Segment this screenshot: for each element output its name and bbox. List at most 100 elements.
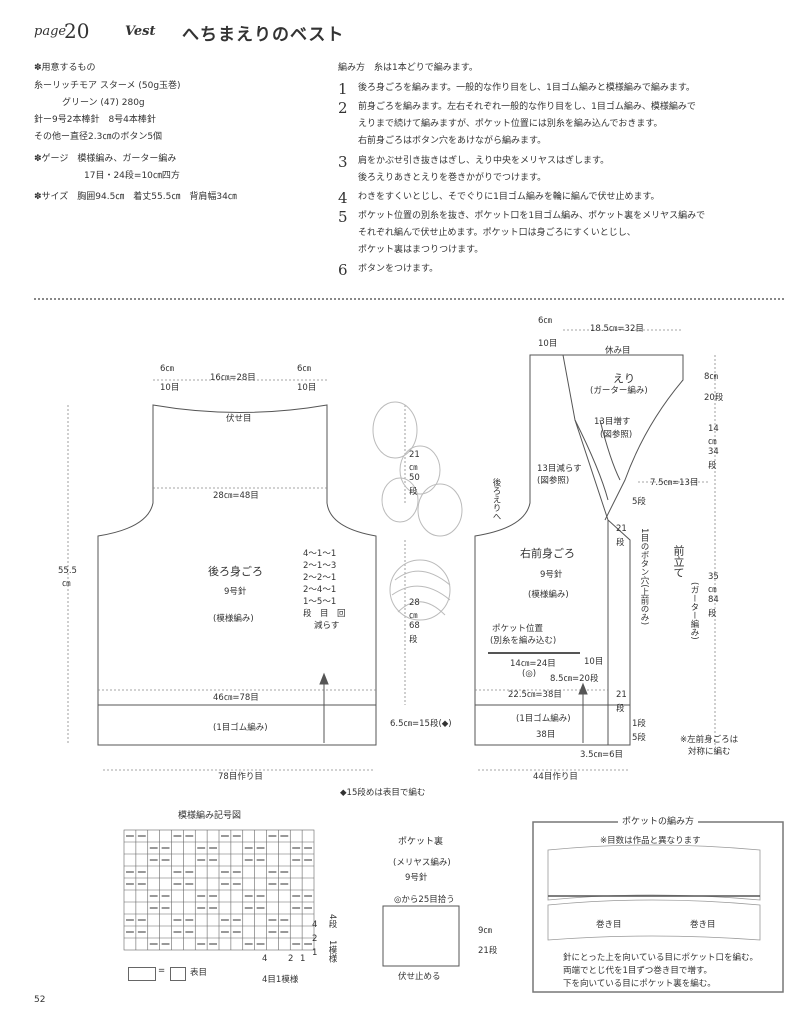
one-row: 1段 xyxy=(632,719,646,729)
decrease-row: 2～4～1 xyxy=(303,585,337,595)
gauge-value: 17目・24段=10㎝四方 xyxy=(84,171,180,181)
five-row: 5段 xyxy=(632,733,646,743)
row-label: 1 xyxy=(312,948,318,958)
decrease-note: 減らす xyxy=(314,621,340,631)
ten-stitches: 10目 xyxy=(584,657,604,667)
placket-label: 前立て xyxy=(672,545,685,578)
dim-label: 6㎝ xyxy=(538,316,552,326)
neck-height: 段 xyxy=(708,461,717,471)
decrease-row: 4～1～1 xyxy=(303,549,337,559)
materials-heading: ✽用意するもの xyxy=(34,63,96,73)
yarn-line2: グリーン (47) 280g xyxy=(62,98,145,108)
gauge-heading: ✽ゲージ 模様編み、ガーター編み xyxy=(34,154,177,164)
dim-label: 6㎝ xyxy=(297,364,311,374)
rib-label: (1目ゴム編み) xyxy=(213,723,268,733)
pocket-position: ポケット位置 xyxy=(492,624,544,634)
step-text: ボタンをつけます。 xyxy=(358,264,439,274)
step-text: 後ろ身ごろを編みます。一般的な作り目をし、1目ゴム編みと模様編みで編みます。 xyxy=(358,83,695,93)
dim-label: 10目 xyxy=(297,383,317,393)
front-body-name: 右前身ごろ xyxy=(520,547,575,560)
col-label: 1 xyxy=(300,954,306,964)
decrease-ref: (図参照) xyxy=(537,476,570,486)
collar-name: えり xyxy=(613,372,635,385)
pocket-method-desc: 針にとった上を向いている目にポケット口を編む。 xyxy=(563,953,758,963)
step-number: 5 xyxy=(338,208,348,226)
step-text: 後ろえりあきとえりを巻きかがりでつけます。 xyxy=(358,173,547,183)
step-text: わきをすくいとじし、そでぐりに1目ゴム編みを輪に編んで伏せ止めます。 xyxy=(358,192,660,202)
twentyone-rows: 21 xyxy=(616,524,627,534)
collar-height: 20段 xyxy=(704,393,724,403)
decrease-row: 2～1～3 xyxy=(303,561,337,571)
needle-size: 9号針 xyxy=(540,570,563,580)
dim-label: 16㎝=28目 xyxy=(210,373,256,383)
armhole-height: 50 xyxy=(409,473,420,483)
legend-empty-cell xyxy=(128,967,156,981)
step-text: それぞれ編んで伏せ止めます。ポケット口は身ごろにすくいとじし、 xyxy=(358,228,636,238)
body-height: 28 xyxy=(409,598,420,608)
step-text: 肩をかぶせ引き抜きはぎし、えり中央をメリヤスはぎします。 xyxy=(358,156,610,166)
symmetry-note: ※左前身ごろは xyxy=(680,735,739,745)
placket-pattern: (ガーター編み) xyxy=(689,582,699,640)
decrease-label: 13目減らす xyxy=(537,464,582,474)
back-collar-label: 後ろえりへ xyxy=(491,478,501,521)
step-number: 3 xyxy=(338,153,348,171)
total-height-unit: ㎝ xyxy=(62,579,71,589)
rest-stitches: 休み目 xyxy=(605,346,631,356)
page-number: 20 xyxy=(64,19,90,43)
cast-on-label: 78目作り目 xyxy=(218,772,263,782)
page-label: page xyxy=(34,24,67,39)
step-number: 1 xyxy=(338,80,348,98)
rib-label: (1目ゴム編み) xyxy=(516,714,571,724)
rib-width: 38目 xyxy=(536,730,556,740)
collar-width: 18.5㎝=32目 xyxy=(590,324,644,334)
increase-ref: (図参照) xyxy=(600,430,633,440)
pocket-pickup: ◎から25目拾う xyxy=(394,895,455,905)
decrease-row: 2～2～1 xyxy=(303,573,337,583)
col-label: 2 xyxy=(288,954,294,964)
rib-height: 6.5㎝=15段(◆) xyxy=(390,719,452,729)
pocket-height: 9㎝ xyxy=(478,926,492,936)
row15-footnote: ◆15段めは表目で編む xyxy=(340,788,426,798)
pattern-label: (模様編み) xyxy=(213,614,254,624)
needle-size: 9号針 xyxy=(224,587,247,597)
chart-bottom-label: 4目1模様 xyxy=(262,975,299,985)
step-text: 右前身ごろはボタン穴をあけながら編みます。 xyxy=(358,136,547,146)
five-rows: 5段 xyxy=(632,497,646,507)
body-height: ㎝ xyxy=(409,611,418,621)
col-label: 4 xyxy=(262,954,268,964)
back-body-name: 後ろ身ごろ xyxy=(208,565,263,578)
shoulder-width: 7.5㎝=13目 xyxy=(650,478,699,488)
total-height: 55.5 xyxy=(58,566,77,576)
cast-on-label: 44目作り目 xyxy=(533,772,578,782)
pocket-height: 21段 xyxy=(478,946,498,956)
front-height: 段 xyxy=(708,609,717,619)
pattern-label: (模様編み) xyxy=(528,590,569,600)
rib-rows: 21 xyxy=(616,690,627,700)
chart-side-label: 4段 xyxy=(327,914,337,928)
step-text: えりまで続けて編みますが、ポケット位置には別糸を編み込んでおきます。 xyxy=(358,119,663,129)
wrap-label: 巻き目 xyxy=(690,920,716,930)
pocket-height: 8.5㎝=20段 xyxy=(550,674,599,684)
pocket-note: (別糸を編み込む) xyxy=(490,636,557,646)
decrease-row: 1～5～1 xyxy=(303,597,337,607)
step-number: 6 xyxy=(338,261,348,279)
body-height: 段 xyxy=(409,635,418,645)
category-label: Vest xyxy=(125,24,156,39)
step-text: ポケット位置の別糸を抜き、ポケット口を1目ゴム編み、ポケット裏をメリヤス編みで xyxy=(358,211,706,221)
collar-pattern: (ガーター編み) xyxy=(590,386,648,396)
hem-width: 22.5㎝=38目 xyxy=(508,690,562,700)
neck-height: 34 xyxy=(708,447,719,457)
pocket-bind-off: 伏せ止める xyxy=(398,972,441,982)
dim-label: 6㎝ xyxy=(160,364,174,374)
neck-height: 14 xyxy=(708,424,719,434)
button-hole-label: 1目のボタン穴(上前のみ) xyxy=(639,528,649,626)
pocket-method-title: ポケットの編み方 xyxy=(618,816,699,829)
dim-label: 10目 xyxy=(160,383,180,393)
pocket-method-desc: 両端でとじ代を1目ずつ巻き目で増す。 xyxy=(563,966,713,976)
armhole-height: ㎝ xyxy=(409,463,418,473)
neck-height: ㎝ xyxy=(708,437,717,447)
armhole-height: 段 xyxy=(409,487,418,497)
chart-title: 模様編み記号図 xyxy=(178,811,242,821)
step-text: 前身ごろを編みます。左右それぞれ一般的な作り目をし、1目ゴム編み、模様編みで xyxy=(358,102,696,112)
